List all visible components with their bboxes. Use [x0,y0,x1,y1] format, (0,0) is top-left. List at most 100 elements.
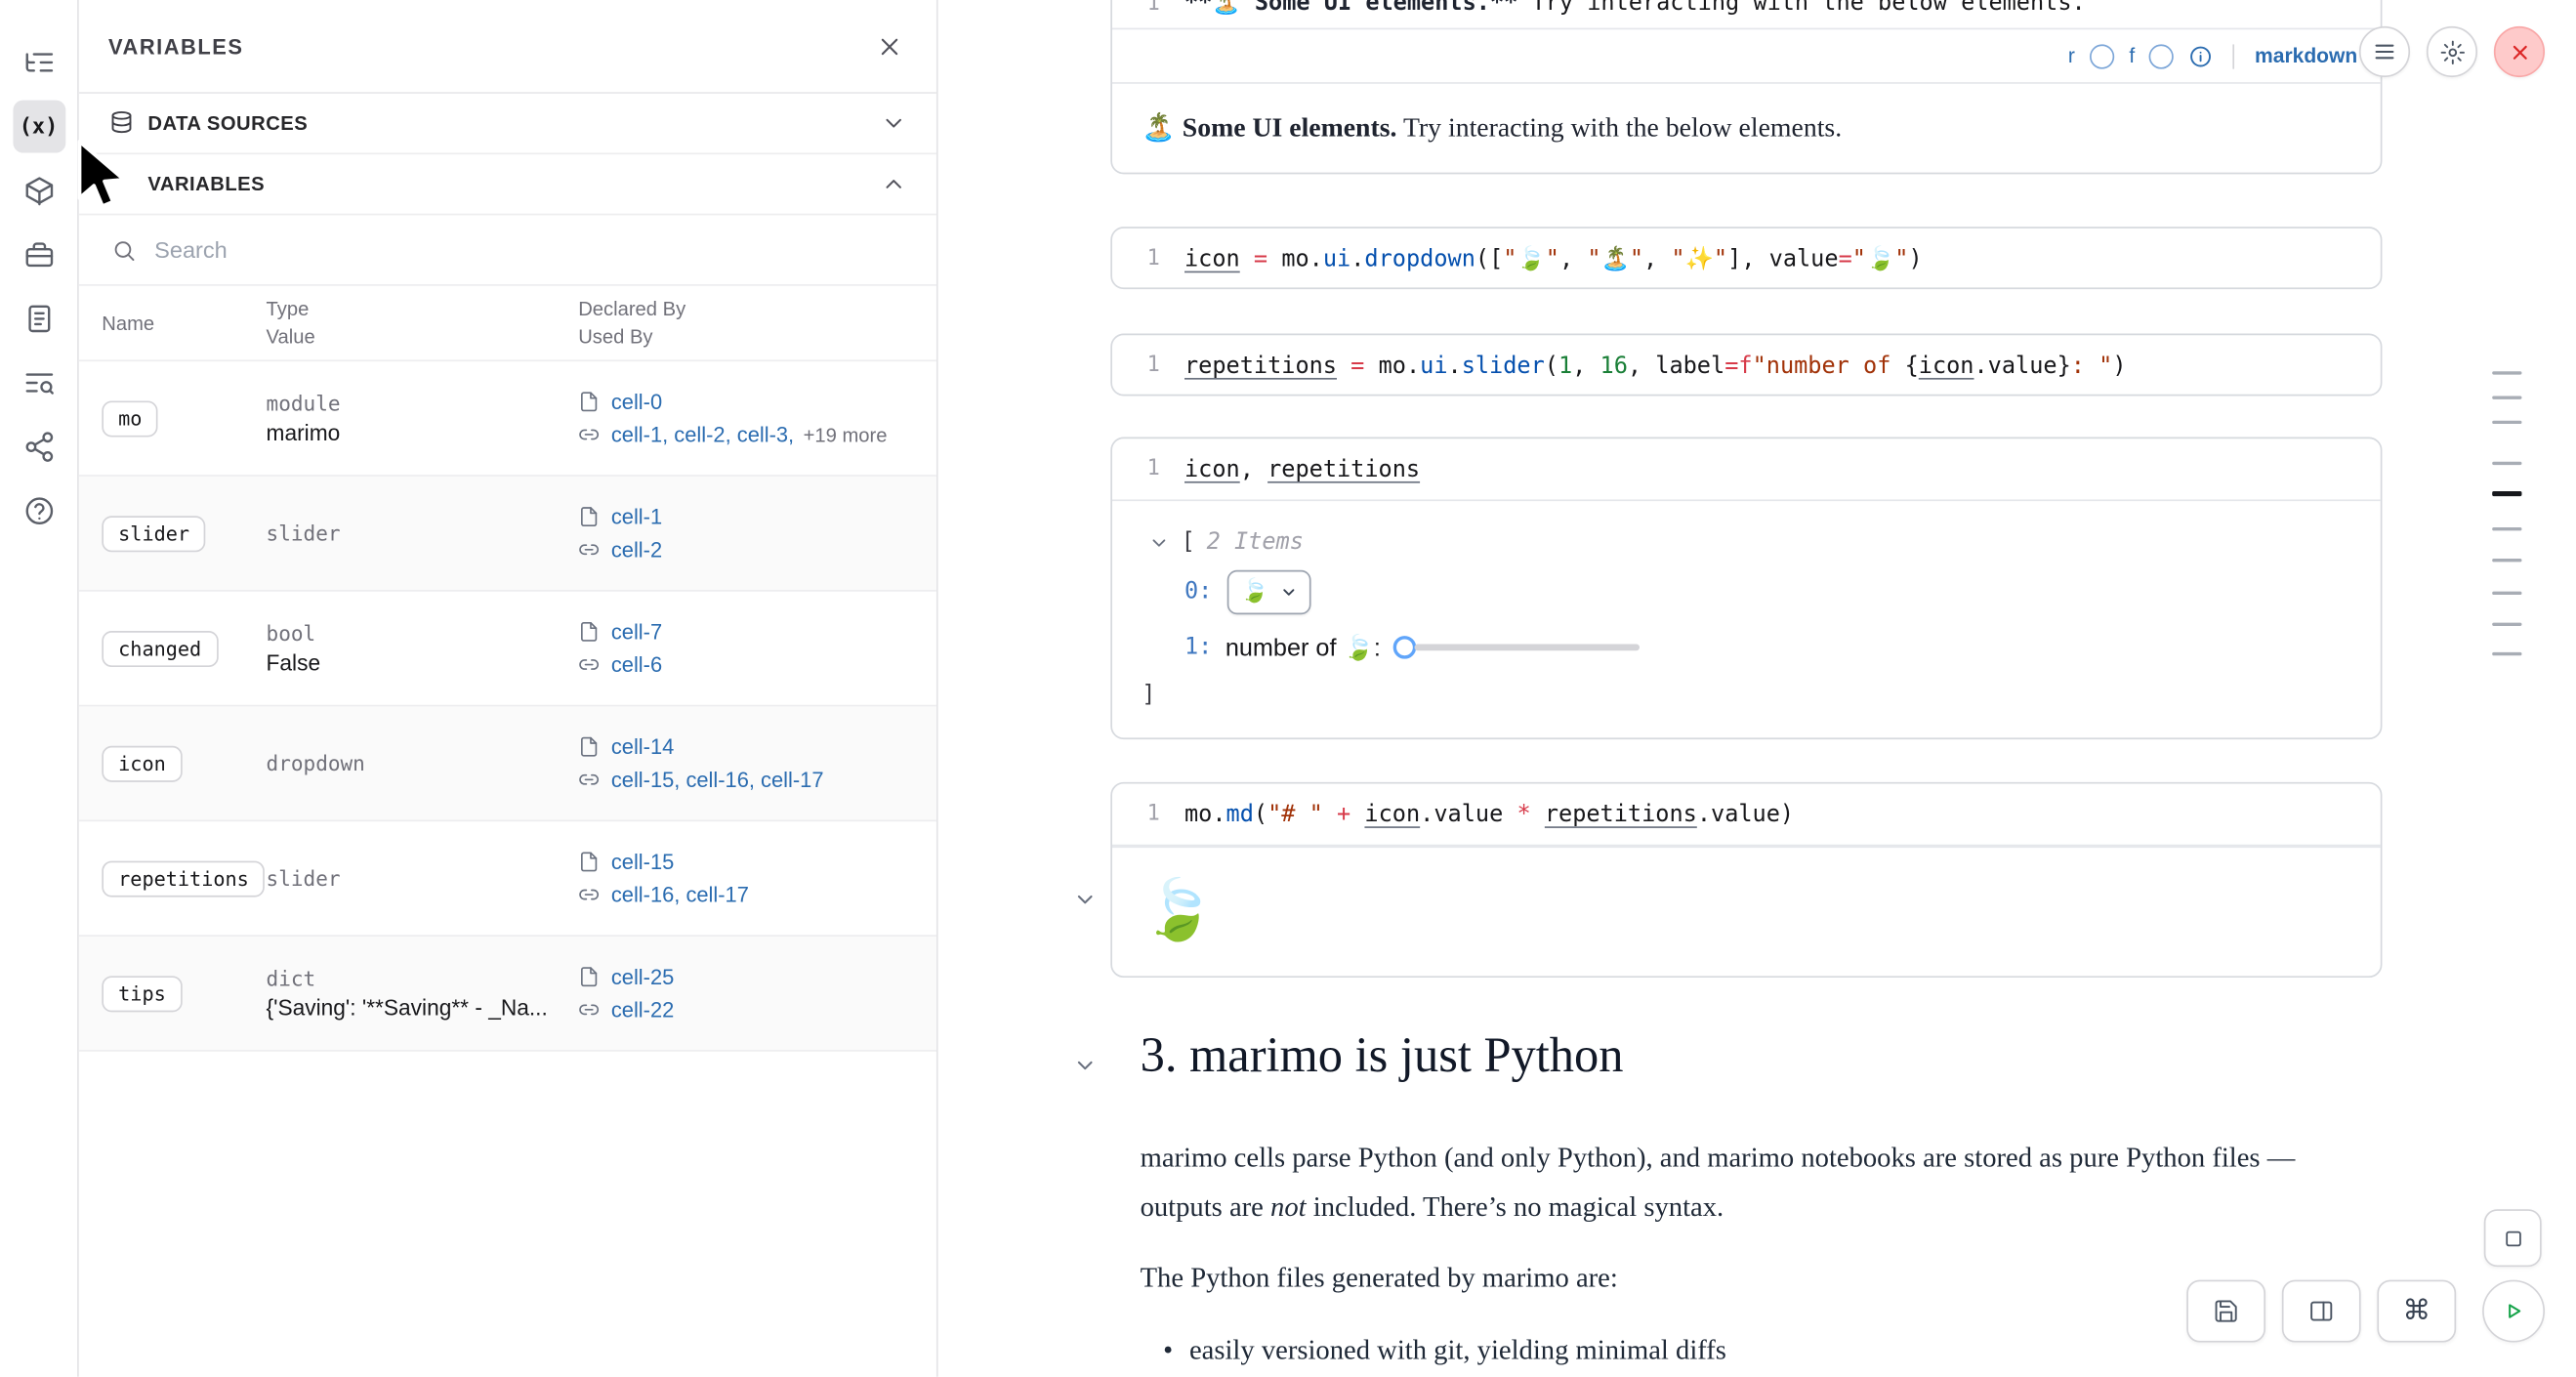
variable-name-chip[interactable]: slider [102,515,206,552]
toolbar-f-label: f [2129,44,2136,67]
cell-collapse-icon[interactable] [1073,887,1098,911]
settings-button[interactable] [2426,25,2478,78]
toolbar-r-toggle[interactable] [2090,43,2115,68]
cell-link[interactable]: cell-22 [610,997,675,1022]
minimap-mark[interactable] [2492,559,2522,563]
help-button[interactable] [13,484,65,537]
items-count: 2 Items [1206,528,1304,556]
info-icon[interactable] [2189,44,2214,68]
variable-value: False [266,650,321,676]
cell-link[interactable]: cell-2 [674,422,726,447]
minimap-mark[interactable] [2492,461,2522,466]
markdown-cell[interactable]: 1 **🏝️ Some UI elements.** Try interacti… [1110,0,2383,175]
variable-name-chip[interactable]: mo [102,399,159,437]
panel-title: VARIABLES [108,33,244,59]
col-header-value: Value [266,325,315,349]
md-concat-cell[interactable]: 1 mo.md("# " + icon.value * repetitions.… [1110,781,2383,979]
variable-name-chip[interactable]: changed [102,630,219,667]
toolbox-button[interactable] [13,229,65,281]
declared-by-line: cell-7 [578,619,913,644]
close-icon [881,37,898,55]
cell-link[interactable]: cell-16 [610,882,675,907]
file-tree-button[interactable] [13,36,65,89]
minimap-mark[interactable] [2492,651,2522,656]
code-editor[interactable]: 1 **🏝️ Some UI elements.** Try interacti… [1112,0,2381,28]
minimap-mark[interactable] [2492,591,2522,596]
language-toggle[interactable]: markdown [2255,44,2358,67]
file-tree-icon [24,53,53,72]
variable-value: marimo [266,420,341,445]
cell-link[interactable]: cell-16 [686,767,749,792]
cell-link[interactable]: cell-7 [610,619,663,645]
dropdown-widget[interactable]: 🍃 [1226,568,1312,614]
chevron-down-icon [1283,588,1295,595]
packages-button[interactable] [13,164,65,217]
link-icon [579,889,600,900]
bullet-item: • easily versioned with git, yielding mi… [1163,1334,1726,1366]
variables-table-body: mo module marimo cell-0 cell-1, cell-2, … [78,361,936,1052]
minimap-mark[interactable] [2492,420,2522,425]
minimap-mark[interactable] [2492,622,2522,626]
variables-section-header[interactable]: VARIABLES [78,154,936,216]
slider-widget[interactable] [1393,636,1641,659]
snippets-button[interactable] [13,292,65,345]
minimap[interactable] [2492,0,2528,1377]
variable-name-chip[interactable]: tips [102,975,183,1012]
minimize-panel-button[interactable] [2483,1209,2542,1268]
section-collapse-icon[interactable] [1073,1053,1098,1077]
variables-panel-header: VARIABLES [78,0,936,94]
cell-link[interactable]: cell-0 [610,389,663,414]
run-all-button[interactable] [2482,1279,2546,1343]
variable-name-chip[interactable]: repetitions [102,859,266,897]
code-line[interactable]: icon = mo.ui.dropdown(["🍃", "🏝️", "✨"], … [1184,245,1923,272]
variables-panel-button[interactable]: (x) [12,100,65,153]
hamburger-menu-icon [2375,44,2394,60]
cell-link[interactable]: cell-25 [610,964,675,989]
search-logs-button[interactable] [13,356,65,409]
search-input[interactable] [150,234,904,265]
menu-button[interactable] [2358,25,2411,78]
cell-link[interactable]: cell-15 [610,849,675,875]
col-header-used-by: Used By [578,325,653,349]
slider-knob[interactable] [1393,636,1417,659]
dependency-graph-button[interactable] [13,421,65,474]
minimap-mark[interactable] [2492,527,2522,531]
table-row: mo module marimo cell-0 cell-1, cell-2, … [78,361,936,477]
layout-button[interactable] [2281,1279,2361,1343]
minimap-mark[interactable] [2492,491,2522,497]
cell-link[interactable]: cell-17 [761,767,824,792]
variables-section-label: VARIABLES [147,172,266,196]
variables-search [78,215,936,286]
code-line[interactable]: icon, repetitions [1184,455,1421,482]
cell-link[interactable]: cell-6 [610,651,663,678]
cell-link[interactable]: cell-1 [610,504,663,529]
search-icon [114,240,135,261]
cell-link[interactable]: cell-1 [610,422,663,447]
cell-link[interactable]: cell-14 [610,734,675,760]
markdown-output: 🏝️ Some UI elements. Try interacting wit… [1111,82,2381,173]
table-row: repetitions slider cell-15 cell-16, cell… [78,821,936,937]
command-palette-button[interactable]: ⌘ [2377,1279,2457,1343]
code-line[interactable]: mo.md("# " + icon.value * repetitions.va… [1184,801,1795,828]
minimap-mark[interactable] [2492,396,2522,399]
cell-link[interactable]: cell-3 [736,422,789,447]
toolbar-f-toggle[interactable] [2149,43,2175,68]
slider-track [1415,644,1641,651]
shutdown-button[interactable] [2493,25,2546,78]
packages-icon [24,177,53,206]
minimap-mark[interactable] [2492,371,2522,375]
cell-link[interactable]: cell-15 [610,767,675,792]
save-button[interactable] [2186,1279,2266,1343]
tuple-cell[interactable]: 1 icon, repetitions [ 2 Items 0: 🍃 [1110,437,2383,740]
code-line[interactable]: repetitions = mo.ui.slider(1, 16, label=… [1184,352,2127,379]
variable-name-chip[interactable]: icon [102,744,183,781]
data-sources-section-header[interactable]: DATA SOURCES [78,94,936,155]
line-number: 1 [1146,0,1160,17]
close-panel-button[interactable] [872,28,906,63]
collapse-output-icon[interactable] [1148,531,1170,553]
cell-link[interactable]: cell-2 [610,537,663,563]
slider-code-cell[interactable]: 1 repetitions = mo.ui.slider(1, 16, labe… [1110,333,2383,396]
dropdown-code-cell[interactable]: 1 icon = mo.ui.dropdown(["🍃", "🏝️", "✨"]… [1110,227,2383,290]
cell-link[interactable]: cell-17 [686,882,749,907]
